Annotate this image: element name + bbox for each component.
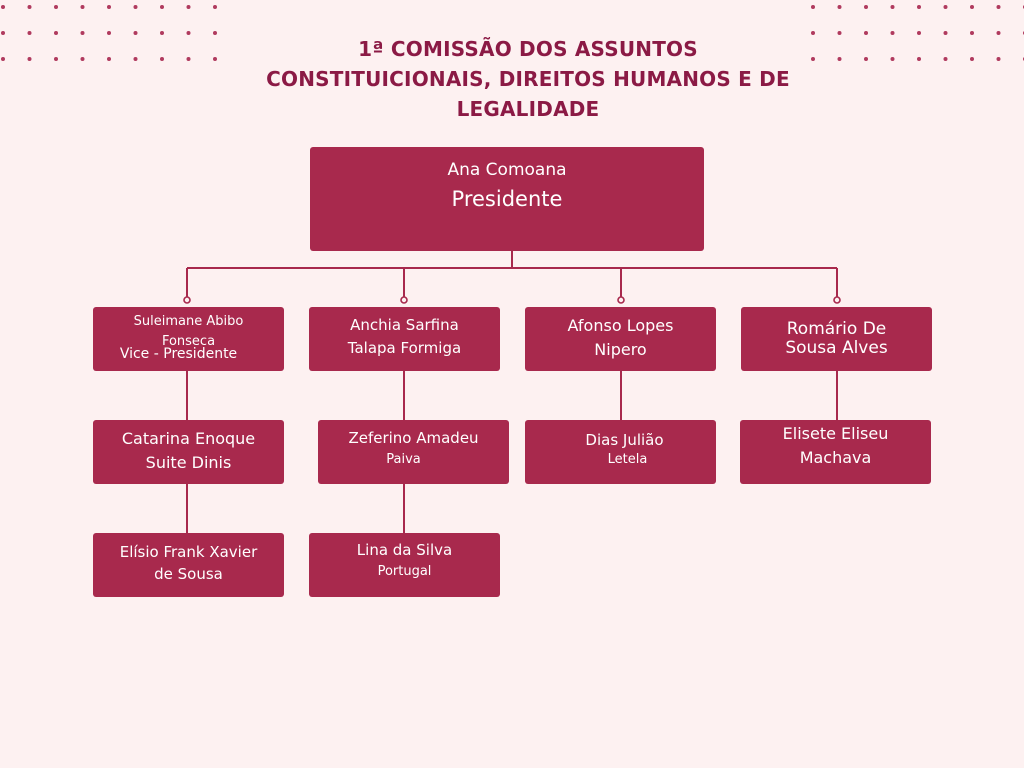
decorative-dot <box>1 31 5 35</box>
member-box-col4-mid: Elisete Eliseu Machava <box>740 420 931 484</box>
decorative-dot <box>186 31 191 35</box>
decorative-dot <box>837 31 842 35</box>
decorative-dot <box>107 5 111 9</box>
vice-president-name-line2: Fonseca <box>161 334 216 349</box>
member-name-line1: Lina da Silva <box>356 541 453 559</box>
decorative-dot <box>864 31 868 35</box>
decorative-dot <box>54 57 58 61</box>
decorative-dot <box>133 31 138 35</box>
decorative-dot <box>837 5 842 9</box>
decorative-dot <box>837 57 842 61</box>
decorative-dot <box>890 5 895 9</box>
decorative-dot <box>943 57 948 61</box>
decorative-dot <box>996 31 1001 35</box>
decorative-dot <box>890 31 895 35</box>
member-name-line2: Sousa Alves <box>785 338 888 358</box>
dot-grid-left <box>1 5 217 61</box>
member-name-line1: Zeferino Amadeu <box>348 429 479 447</box>
member-box-col2-mid: Zeferino Amadeu Paiva <box>318 420 509 484</box>
vice-president-role: Vice - Presidente <box>119 346 238 362</box>
decorative-dot <box>80 5 85 9</box>
decorative-dot <box>917 31 921 35</box>
decorative-dot <box>80 57 85 61</box>
member-name-line2: Letela <box>607 452 648 467</box>
member-name-line2: Suite Dinis <box>145 453 232 472</box>
member-name-line1: Catarina Enoque <box>121 429 256 448</box>
decorative-dot <box>917 57 921 61</box>
member-name-line2: de Sousa <box>154 565 223 583</box>
decorative-dot <box>811 57 815 61</box>
decorative-dot <box>80 31 85 35</box>
title-line-3: LEGALIDADE <box>456 97 600 121</box>
member-name-line1: Afonso Lopes <box>567 316 674 335</box>
member-name-line2: Paiva <box>386 452 421 467</box>
page-title: 1ª COMISSÃO DOS ASSUNTOS CONSTITUICIONAI… <box>252 34 804 124</box>
decorative-dot <box>943 5 948 9</box>
decorative-dot <box>890 57 895 61</box>
member-box-col2-top: Anchia Sarfina Talapa Formiga <box>309 307 500 371</box>
decorative-dot <box>27 57 32 61</box>
president-role: Presidente <box>451 187 563 211</box>
member-name-line1: Romário De <box>786 319 887 339</box>
decorative-dot <box>186 5 191 9</box>
connector-node-col3 <box>617 296 625 304</box>
decorative-dot <box>1 57 5 61</box>
member-box-col1-bottom: Elísio Frank Xavier de Sousa <box>93 533 284 597</box>
connector-node-col1 <box>183 296 191 304</box>
president-box: Ana Comoana Presidente <box>310 147 704 251</box>
decorative-dot <box>970 5 974 9</box>
decorative-dot <box>213 57 217 61</box>
decorative-dot <box>107 31 111 35</box>
member-name-line1: Anchia Sarfina <box>350 316 459 334</box>
decorative-dot <box>970 57 974 61</box>
decorative-dot <box>943 31 948 35</box>
vice-president-name-line1: Suleimane Abibo <box>133 314 244 329</box>
decorative-dot <box>811 5 815 9</box>
decorative-dot <box>917 5 921 9</box>
decorative-dot <box>27 5 32 9</box>
decorative-dot <box>996 5 1001 9</box>
member-box-col3-mid: Dias Julião Letela <box>525 420 716 484</box>
decorative-dot <box>27 31 32 35</box>
decorative-dot <box>864 5 868 9</box>
president-name: Ana Comoana <box>447 160 567 180</box>
title-line-1: 1ª COMISSÃO DOS ASSUNTOS <box>358 37 698 61</box>
connector-node-col2 <box>400 296 408 304</box>
decorative-dot <box>213 5 217 9</box>
decorative-dot <box>811 31 815 35</box>
dot-grid-right <box>811 5 1024 61</box>
decorative-dot <box>864 57 868 61</box>
connector-node-col4 <box>833 296 841 304</box>
decorative-dot <box>160 57 164 61</box>
member-box-col1-mid: Catarina Enoque Suite Dinis <box>93 420 284 484</box>
decorative-dot <box>54 5 58 9</box>
member-name-line1: Elisete Eliseu <box>782 424 889 443</box>
decorative-dot <box>133 5 138 9</box>
member-box-col3-top: Afonso Lopes Nipero <box>525 307 716 371</box>
member-name-line1: Elísio Frank Xavier <box>119 543 258 561</box>
decorative-dot <box>186 57 191 61</box>
decorative-dot <box>160 31 164 35</box>
member-box-vice-president: Suleimane Abibo Fonseca Vice - President… <box>93 307 284 371</box>
decorative-dot <box>107 57 111 61</box>
decorative-dot <box>133 57 138 61</box>
member-name-line1: Dias Julião <box>585 431 664 449</box>
title-line-2: CONSTITUICIONAIS, DIREITOS HUMANOS E DE <box>266 67 790 91</box>
member-box-col2-bottom: Lina da Silva Portugal <box>309 533 500 597</box>
decorative-dot <box>213 31 217 35</box>
decorative-dot <box>160 5 164 9</box>
decorative-dot <box>54 31 58 35</box>
member-name-line2: Machava <box>799 448 872 467</box>
member-name-line2: Talapa Formiga <box>347 339 462 357</box>
member-name-line2: Nipero <box>594 340 647 359</box>
decorative-dot <box>1 5 5 9</box>
decorative-dot <box>996 57 1001 61</box>
decorative-dot <box>970 31 974 35</box>
member-name-line2: Portugal <box>377 564 432 579</box>
member-box-col4-top: Romário De Sousa Alves <box>741 307 932 371</box>
